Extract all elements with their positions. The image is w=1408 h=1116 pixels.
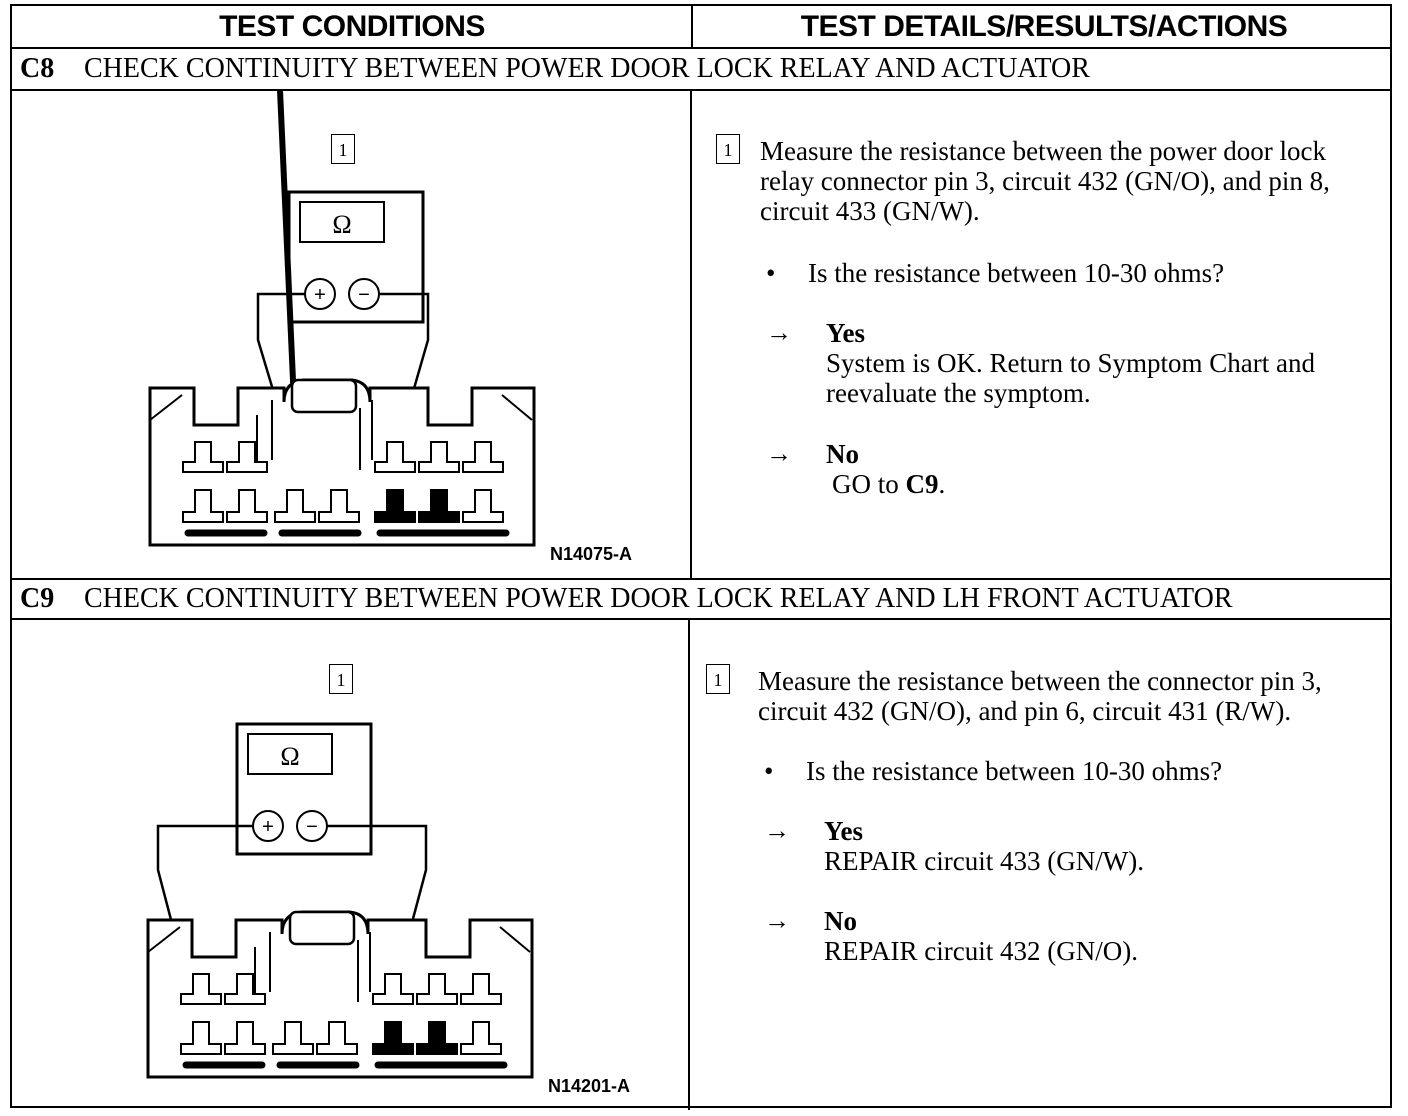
step-c8-no-action: GO to C9. <box>832 469 946 499</box>
ohmmeter-connector-diagram-c9: Ω + − <box>146 722 534 1079</box>
plus-terminal-c9: + <box>262 816 274 838</box>
header-rule <box>12 47 1390 49</box>
step-c9-yes-action: REPAIR circuit 433 (GN/W). <box>824 846 1144 876</box>
step-c9-no-action: REPAIR circuit 432 (GN/O). <box>824 936 1138 966</box>
step-c9-heading: C9 CHECK CONTINUITY BETWEEN POWER DOOR LO… <box>12 581 1390 617</box>
step-c8-question: Is the resistance between 10-30 ohms? <box>808 258 1225 288</box>
step-c8-rule <box>12 89 1390 91</box>
step-c8-details: 1 Measure the resistance between the pow… <box>696 90 1392 578</box>
step-c9-yes-label: Yes <box>824 816 863 846</box>
step-c8-details-step-number: 1 <box>716 134 740 164</box>
step-c8-diagram: 1 <box>12 90 692 578</box>
ohm-symbol-c9: Ω <box>280 742 299 771</box>
minus-terminal-c8: − <box>358 284 370 306</box>
step-c9-instruction: Measure the resistance between the conne… <box>758 666 1322 726</box>
step-c9-details: 1 Measure the resistance between the con… <box>696 620 1392 1110</box>
step-c8-title: CHECK CONTINUITY BETWEEN POWER DOOR LOCK… <box>84 53 1090 84</box>
step-c9-diagram-step-number: 1 <box>329 664 353 694</box>
step-c8-no-action-ref: C9 <box>905 469 939 499</box>
step-c8-bullet: • <box>766 258 776 288</box>
test-table: TEST CONDITIONS TEST DETAILS/RESULTS/ACT… <box>10 4 1392 1110</box>
step-c8-diagram-step-number: 1 <box>331 134 355 164</box>
step-c9-diagram: 1 <box>12 620 692 1110</box>
step-c9-rule <box>12 618 1390 620</box>
step-c8-code: C8 <box>20 53 55 84</box>
step-c9-bullet: • <box>764 756 774 786</box>
step-c9-no-label: No <box>824 906 857 936</box>
step-c9-code: C9 <box>20 583 55 614</box>
step-c8-no-label: No <box>826 439 859 469</box>
header-test-details: TEST DETAILS/RESULTS/ACTIONS <box>800 10 1288 43</box>
step-c8-instruction: Measure the resistance between the power… <box>760 136 1330 226</box>
step-c9-yes-arrow: → <box>764 816 790 845</box>
minus-terminal-c9: − <box>306 816 318 838</box>
ohmmeter-connector-diagram-c8: Ω + − <box>148 90 536 547</box>
step-c8-divider <box>690 90 692 578</box>
step-c8-heading: C8 CHECK CONTINUITY BETWEEN POWER DOOR LO… <box>12 51 1390 87</box>
header-test-conditions: TEST CONDITIONS <box>219 10 485 43</box>
step-c9-details-step-number: 1 <box>706 664 730 694</box>
step-c8-yes-label: Yes <box>826 318 865 348</box>
step-c9-title: CHECK CONTINUITY BETWEEN POWER DOOR LOCK… <box>84 583 1233 614</box>
step-c9-top-rule <box>12 578 1390 580</box>
step-c8-figure-id: N14075-A <box>550 544 633 564</box>
step-c8-yes-arrow: → <box>766 318 792 347</box>
plus-terminal-c8: + <box>314 284 326 306</box>
header-divider <box>691 6 693 48</box>
step-c8-yes-action: System is OK. Return to Symptom Chart an… <box>826 348 1315 408</box>
step-c9-divider <box>688 620 690 1110</box>
ohm-symbol-c8: Ω <box>332 210 351 239</box>
step-c9-no-arrow: → <box>764 906 790 935</box>
step-c8-no-arrow: → <box>766 439 792 468</box>
step-c9-question: Is the resistance between 10-30 ohms? <box>806 756 1223 786</box>
step-c9-figure-id: N14201-A <box>548 1076 631 1096</box>
